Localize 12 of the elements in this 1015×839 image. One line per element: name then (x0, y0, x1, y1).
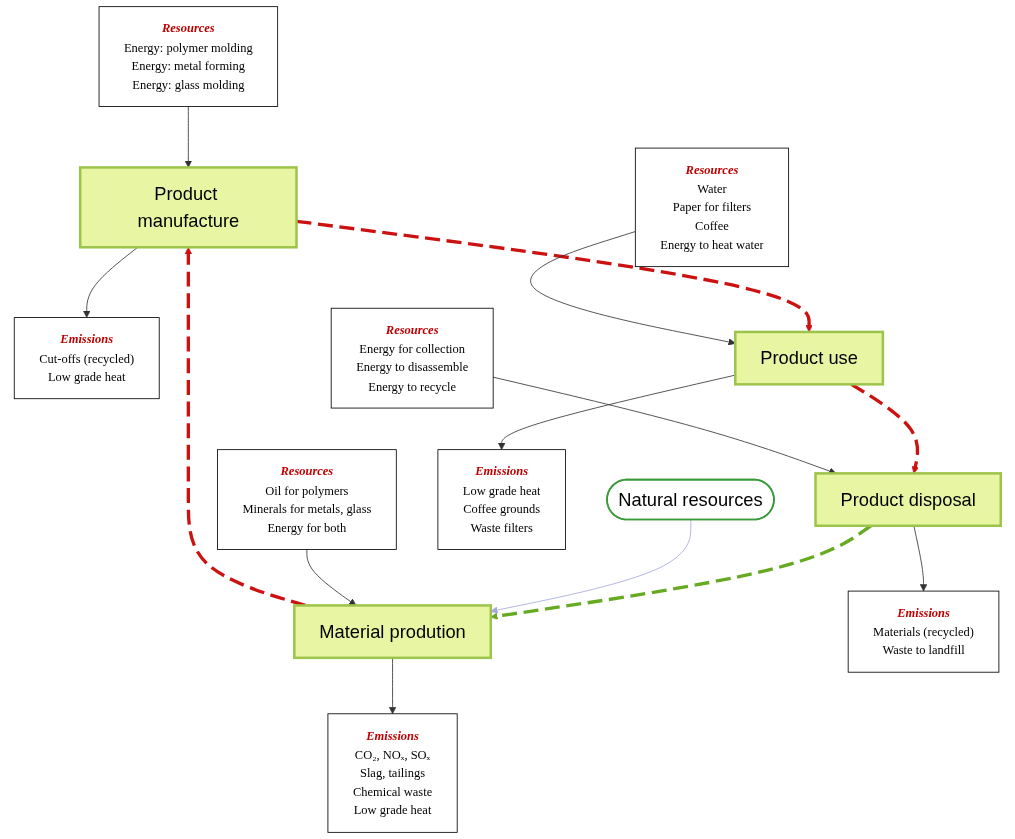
node-box: Emissions Materials (recycled) Waste to landfill (847, 590, 1000, 673)
node-box: Resources Energy for collection Energy to disassemble Energy to recycle (330, 307, 494, 409)
node-box: Product manufacture (78, 166, 298, 249)
node-box: Product use (734, 330, 885, 386)
node-box: Resources Oil for polymers Minerals for metals, glass Energy for both (217, 449, 397, 550)
node-box: Resources Water Paper for filters Coffee Energy to heat water (634, 147, 790, 268)
node-box: Emissions Cut-offs (recycled) Low grade heat (13, 317, 160, 400)
node-box: Resources Energy: polymer molding Energy: metal forming Energy: glass molding (98, 6, 279, 107)
node-box: Product disposal (814, 472, 1002, 528)
node-box: Emissions CO₂, NOₓ, SOₓ Slag, tailings Chemical waste Low grade heat (327, 713, 458, 833)
node-box: Emissions Low grade heat Coffee grounds Waste filters (437, 449, 566, 550)
node-box: Material prodution (293, 604, 492, 660)
